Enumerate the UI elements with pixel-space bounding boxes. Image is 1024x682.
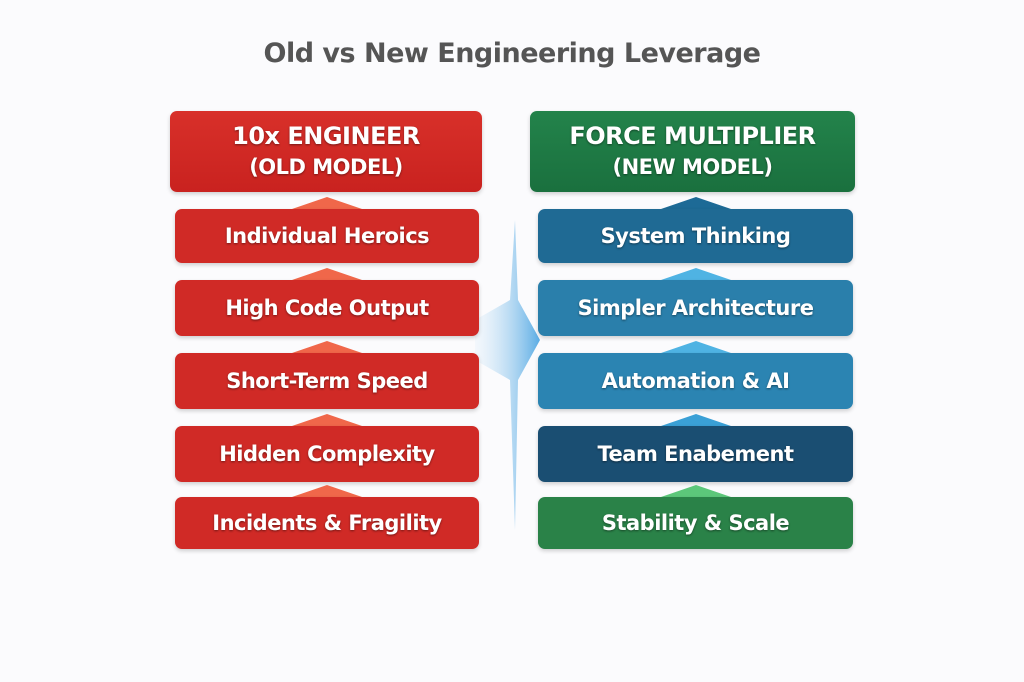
new-model-item: System Thinking — [538, 209, 853, 263]
new-model-item: Automation & AI — [538, 353, 853, 409]
new-model-header: FORCE MULTIPLIER (NEW MODEL) — [530, 111, 855, 192]
new-model-item: Simpler Architecture — [538, 280, 853, 336]
new-model-item: Team Enabement — [538, 426, 853, 482]
old-model-item: Hidden Complexity — [175, 426, 479, 482]
old-model-item: Short-Term Speed — [175, 353, 479, 409]
old-model-header: 10x ENGINEER (OLD MODEL) — [170, 111, 482, 192]
header-title: FORCE MULTIPLIER — [569, 121, 816, 150]
old-model-item: High Code Output — [175, 280, 479, 336]
header-subtitle: (OLD MODEL) — [249, 154, 403, 179]
page-title: Old vs New Engineering Leverage — [263, 38, 761, 69]
old-model-item: Individual Heroics — [175, 209, 479, 263]
header-subtitle: (NEW MODEL) — [612, 154, 774, 179]
new-model-item: Stability & Scale — [538, 497, 853, 549]
arrow-right-icon — [475, 220, 540, 530]
old-model-item: Incidents & Fragility — [175, 497, 479, 549]
header-title: 10x ENGINEER — [232, 121, 420, 150]
